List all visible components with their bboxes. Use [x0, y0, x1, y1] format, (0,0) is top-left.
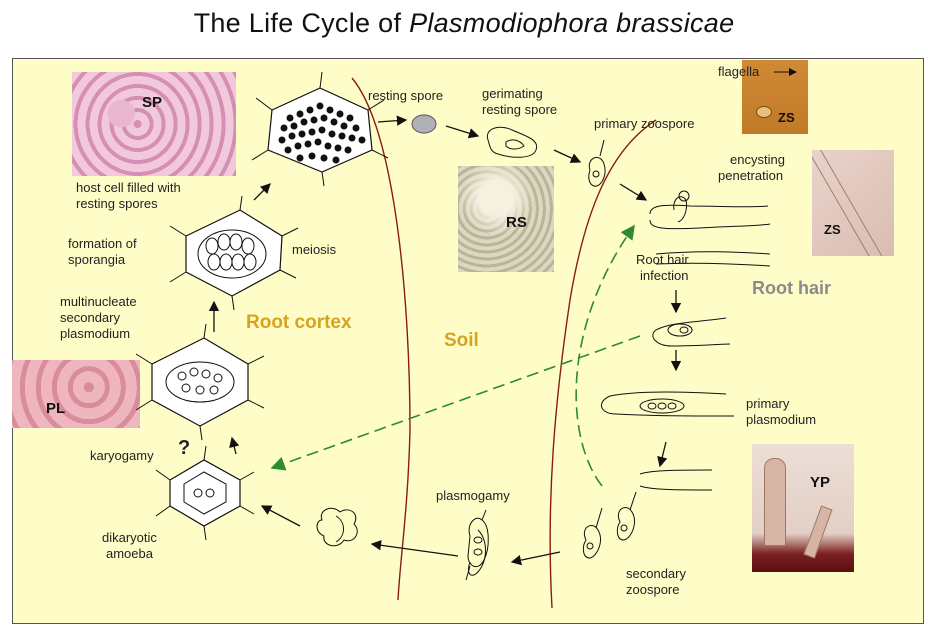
- label-host-cell-1: host cell filled with: [76, 180, 181, 196]
- label-primary-zoospore: primary zoospore: [594, 116, 694, 132]
- primary-plasmodium-root-hair: [601, 392, 734, 416]
- label-dikaryotic-1: dikaryotic: [102, 530, 157, 546]
- label-primary-plasmodium-1: primary: [746, 396, 789, 412]
- label-root-hair-infection-2: infection: [640, 268, 688, 284]
- infected-root-hair: [653, 318, 730, 346]
- label-germinating-2: resting spore: [482, 102, 557, 118]
- label-karyogamy-question: ?: [178, 440, 190, 456]
- secondary-zoospores: [583, 492, 636, 558]
- label-primary-plasmodium-2: plasmodium: [746, 412, 816, 428]
- resting-spore-cell: [412, 115, 436, 133]
- region-root-hair: Root hair: [752, 278, 831, 299]
- label-multinucleate-2: secondary: [60, 310, 120, 326]
- label-karyogamy: karyogamy: [90, 448, 154, 464]
- label-resting-spore: resting spore: [368, 88, 443, 104]
- root-hair-boundary: [550, 120, 656, 608]
- green-dashed-arrows: [272, 226, 640, 486]
- sporangia-cell: [170, 196, 298, 310]
- label-dikaryotic-2: amoeba: [106, 546, 153, 562]
- label-host-cell-2: resting spores: [76, 196, 158, 212]
- label-penetration: penetration: [718, 168, 783, 184]
- label-formation-2: sporangia: [68, 252, 125, 268]
- label-flagella: flagella: [718, 64, 759, 80]
- dikaryotic-cell: [156, 446, 254, 540]
- multinucleate-cell: [136, 324, 264, 440]
- label-multinucleate-3: plasmodium: [60, 326, 130, 342]
- region-root-cortex: Root cortex: [246, 312, 352, 334]
- label-encysting: encysting: [730, 152, 785, 168]
- plasmogamy-zoospores: [466, 510, 488, 580]
- primary-zoospore-cell: [589, 140, 605, 186]
- label-germinating-1: gerimating: [482, 86, 543, 102]
- germinating-spore: [487, 127, 536, 157]
- label-multinucleate-1: multinucleate: [60, 294, 137, 310]
- label-secondary-zoospore-2: zoospore: [626, 582, 679, 598]
- label-secondary-zoospore-1: secondary: [626, 566, 686, 582]
- label-root-hair-infection-1: Root hair: [636, 252, 689, 268]
- encysting-root-hair: [650, 191, 770, 229]
- fusing-amoebae: [317, 508, 357, 545]
- label-formation-1: formation of: [68, 236, 137, 252]
- empty-root-hair: [640, 470, 712, 490]
- label-plasmogamy: plasmogamy: [436, 488, 510, 504]
- root-cortex-boundary: [352, 78, 410, 600]
- label-meiosis: meiosis: [292, 242, 336, 258]
- region-soil: Soil: [444, 330, 479, 352]
